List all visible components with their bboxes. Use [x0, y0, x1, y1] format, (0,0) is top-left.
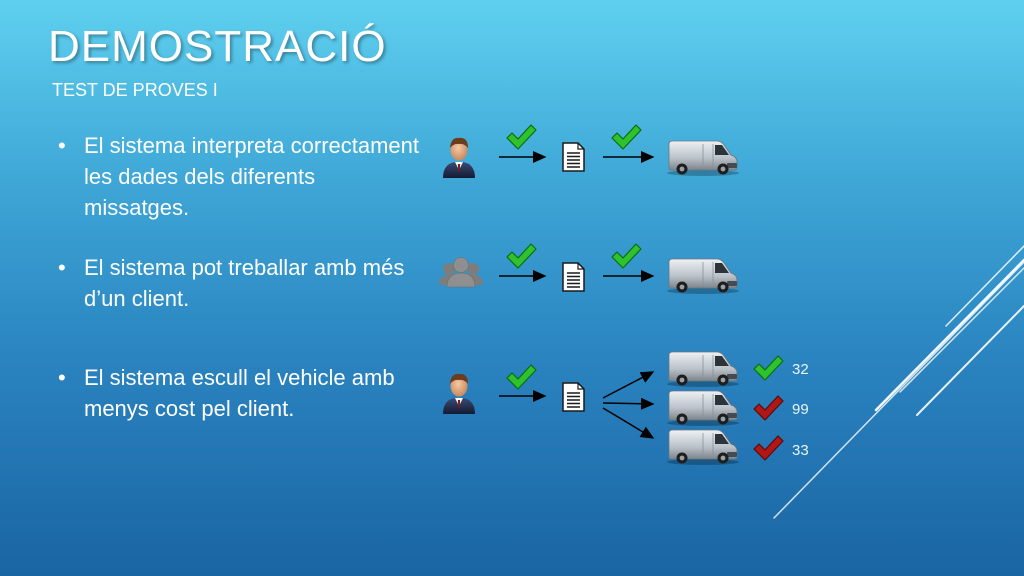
person-icon [443, 373, 475, 414]
bullet-marker: • [58, 365, 66, 390]
van-icon [666, 429, 740, 466]
decorative-lines [773, 245, 1024, 519]
cost-label-3: 33 [792, 442, 809, 459]
green-check-icon [506, 243, 537, 269]
van-icon [666, 390, 740, 427]
van-icon [666, 140, 740, 177]
van-icon [666, 258, 740, 295]
cost-label-2: 99 [792, 401, 809, 418]
green-check-icon [506, 364, 537, 390]
cost-label-1: 32 [792, 361, 809, 378]
slide-title: DEMOSTRACIÓ [48, 22, 387, 71]
red-check-icon [753, 395, 784, 421]
bullet-text: El sistema escull el vehicle amb menys c… [84, 365, 395, 421]
bullet-marker: • [58, 133, 66, 158]
flow-arrow [602, 371, 655, 399]
green-check-icon [506, 124, 537, 150]
green-check-icon [611, 124, 642, 150]
document-icon [562, 382, 585, 412]
bullet-marker: • [58, 255, 66, 280]
van-icon [666, 351, 740, 388]
bullet-text: El sistema interpreta correctament les d… [84, 133, 420, 220]
group-icon [438, 257, 484, 288]
flow-arrow [602, 397, 655, 410]
person-icon [443, 137, 475, 178]
document-icon [562, 262, 585, 292]
green-check-icon [753, 355, 784, 381]
red-check-icon [753, 435, 784, 461]
document-icon [562, 142, 585, 172]
slide-subtitle: TEST DE PROVES I [52, 80, 218, 100]
bullet-text: El sistema pot treballar amb més d’un cl… [84, 255, 405, 311]
green-check-icon [611, 243, 642, 269]
flow-arrow [602, 407, 655, 439]
